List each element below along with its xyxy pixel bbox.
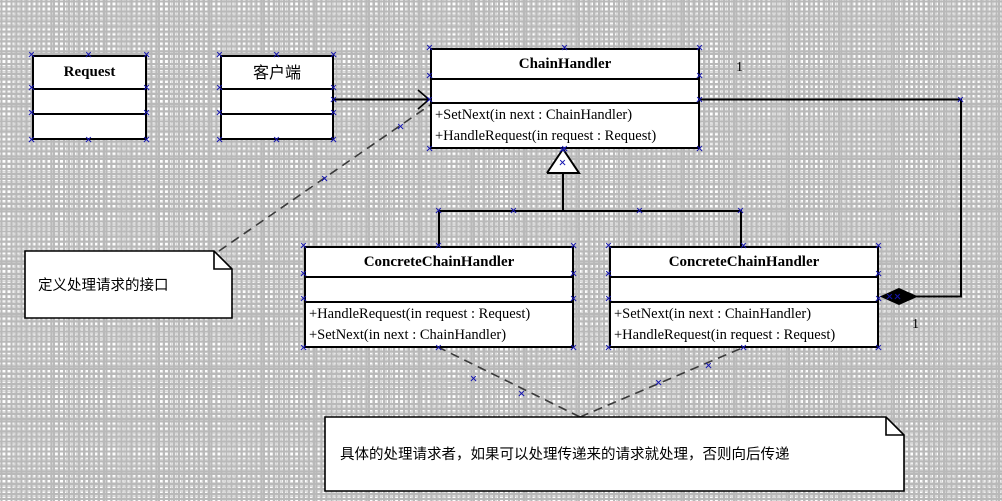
selection-handle[interactable] xyxy=(875,242,882,249)
selection-handle[interactable] xyxy=(559,146,566,153)
selection-handle[interactable] xyxy=(570,270,577,277)
selection-handle[interactable] xyxy=(143,51,150,58)
operation-row: +HandleRequest(in request : Request) xyxy=(435,128,657,144)
selection-handle[interactable] xyxy=(570,344,577,351)
class-concrete-left-operations: +HandleRequest(in request : Request) +Se… xyxy=(306,301,572,350)
class-concrete-left-attributes xyxy=(306,276,572,301)
selection-handle[interactable] xyxy=(273,136,280,143)
selection-handle[interactable] xyxy=(696,44,703,51)
operation-row: +HandleRequest(in request : Request) xyxy=(309,306,531,322)
selection-handle[interactable] xyxy=(696,145,703,152)
multiplicity-top: 1 xyxy=(736,60,743,75)
selection-handle[interactable] xyxy=(435,242,442,249)
selection-handle[interactable] xyxy=(143,136,150,143)
selection-handle[interactable] xyxy=(894,293,901,300)
selection-handle[interactable] xyxy=(957,96,964,103)
selection-handle[interactable] xyxy=(886,293,893,300)
class-client-operations xyxy=(222,113,332,138)
selection-handle[interactable] xyxy=(740,242,747,249)
class-concrete-left-title: ConcreteChainHandler xyxy=(363,253,515,270)
class-concrete-right-attributes xyxy=(611,276,877,301)
selection-handle[interactable] xyxy=(300,242,307,249)
selection-handle[interactable] xyxy=(426,44,433,51)
selection-handle[interactable] xyxy=(143,109,150,116)
selection-handle[interactable] xyxy=(330,109,337,116)
generalization-link xyxy=(438,147,742,246)
selection-handle[interactable] xyxy=(300,295,307,302)
selection-handle[interactable] xyxy=(655,379,662,386)
class-concrete-chainhandler-left[interactable]: ConcreteChainHandler +HandleRequest(in r… xyxy=(304,246,574,348)
selection-handle[interactable] xyxy=(216,109,223,116)
selection-handle[interactable] xyxy=(636,207,643,214)
selection-handle[interactable] xyxy=(435,344,442,351)
selection-handle[interactable] xyxy=(875,270,882,277)
operation-row: +HandleRequest(in request : Request) xyxy=(614,327,836,343)
selection-handle[interactable] xyxy=(28,109,35,116)
selection-handle[interactable] xyxy=(321,175,328,182)
note-anchor-concrete-left xyxy=(439,347,581,418)
selection-handle[interactable] xyxy=(426,145,433,152)
class-request-attributes xyxy=(34,88,145,113)
selection-handle[interactable] xyxy=(875,295,882,302)
class-chainhandler-operations: +SetNext(in next : ChainHandler) +Handle… xyxy=(432,102,698,151)
selection-handle[interactable] xyxy=(470,375,477,382)
selection-handle[interactable] xyxy=(426,96,433,103)
selection-handle[interactable] xyxy=(705,362,712,369)
selection-handle[interactable] xyxy=(518,390,525,397)
selection-handle[interactable] xyxy=(397,123,404,130)
selection-handle[interactable] xyxy=(875,344,882,351)
selection-handle[interactable] xyxy=(605,295,612,302)
class-concrete-right-operations: +SetNext(in next : ChainHandler) +Handle… xyxy=(611,301,877,350)
class-client-attributes xyxy=(222,88,332,113)
operation-row: +SetNext(in next : ChainHandler) xyxy=(435,107,633,123)
selection-handle[interactable] xyxy=(737,207,744,214)
class-concrete-chainhandler-right[interactable]: ConcreteChainHandler +SetNext(in next : … xyxy=(609,246,879,348)
selection-handle[interactable] xyxy=(559,159,566,166)
selection-handle[interactable] xyxy=(435,207,442,214)
concrete-note-text: 具体的处理请求者，如果可以处理传递来的请求就处理，否则向后传递 xyxy=(340,447,790,463)
selection-handle[interactable] xyxy=(605,242,612,249)
class-client-title: 客户端 xyxy=(252,62,301,82)
selection-handle[interactable] xyxy=(570,295,577,302)
selection-handle[interactable] xyxy=(330,84,337,91)
selection-handle[interactable] xyxy=(570,242,577,249)
selection-handle[interactable] xyxy=(300,344,307,351)
selection-handle[interactable] xyxy=(696,72,703,79)
selection-handle[interactable] xyxy=(216,84,223,91)
selection-handle[interactable] xyxy=(28,51,35,58)
selection-handle[interactable] xyxy=(330,96,337,103)
selection-handle[interactable] xyxy=(28,84,35,91)
operation-row: +SetNext(in next : ChainHandler) xyxy=(309,327,507,343)
selection-handle[interactable] xyxy=(330,136,337,143)
selection-handle[interactable] xyxy=(300,270,307,277)
selection-handle[interactable] xyxy=(330,51,337,58)
selection-handle[interactable] xyxy=(426,72,433,79)
class-request[interactable]: Request xyxy=(32,55,147,140)
selection-handle[interactable] xyxy=(216,51,223,58)
selection-handle[interactable] xyxy=(740,344,747,351)
selection-handle[interactable] xyxy=(696,96,703,103)
selection-handle[interactable] xyxy=(216,136,223,143)
class-request-title: Request xyxy=(63,64,116,80)
class-concrete-right-title: ConcreteChainHandler xyxy=(668,253,820,270)
class-chainhandler-attributes xyxy=(432,78,698,102)
association-client-chainhandler xyxy=(334,89,431,110)
class-chainhandler[interactable]: ChainHandler +SetNext(in next : ChainHan… xyxy=(430,48,700,149)
interface-note-text: 定义处理请求的接口 xyxy=(38,278,169,294)
selection-handle[interactable] xyxy=(143,84,150,91)
selection-handle[interactable] xyxy=(28,136,35,143)
operation-row: +SetNext(in next : ChainHandler) xyxy=(614,306,812,322)
selection-handle[interactable] xyxy=(85,136,92,143)
selection-handle[interactable] xyxy=(273,51,280,58)
class-client[interactable]: 客户端 xyxy=(220,55,334,140)
selection-handle[interactable] xyxy=(510,207,517,214)
selection-handle[interactable] xyxy=(85,51,92,58)
class-chainhandler-title: ChainHandler xyxy=(518,55,612,72)
selection-handle[interactable] xyxy=(605,344,612,351)
multiplicity-bottom: 1 xyxy=(912,317,919,332)
selection-handle[interactable] xyxy=(605,270,612,277)
class-request-operations xyxy=(34,113,145,138)
selection-handle[interactable] xyxy=(561,44,568,51)
